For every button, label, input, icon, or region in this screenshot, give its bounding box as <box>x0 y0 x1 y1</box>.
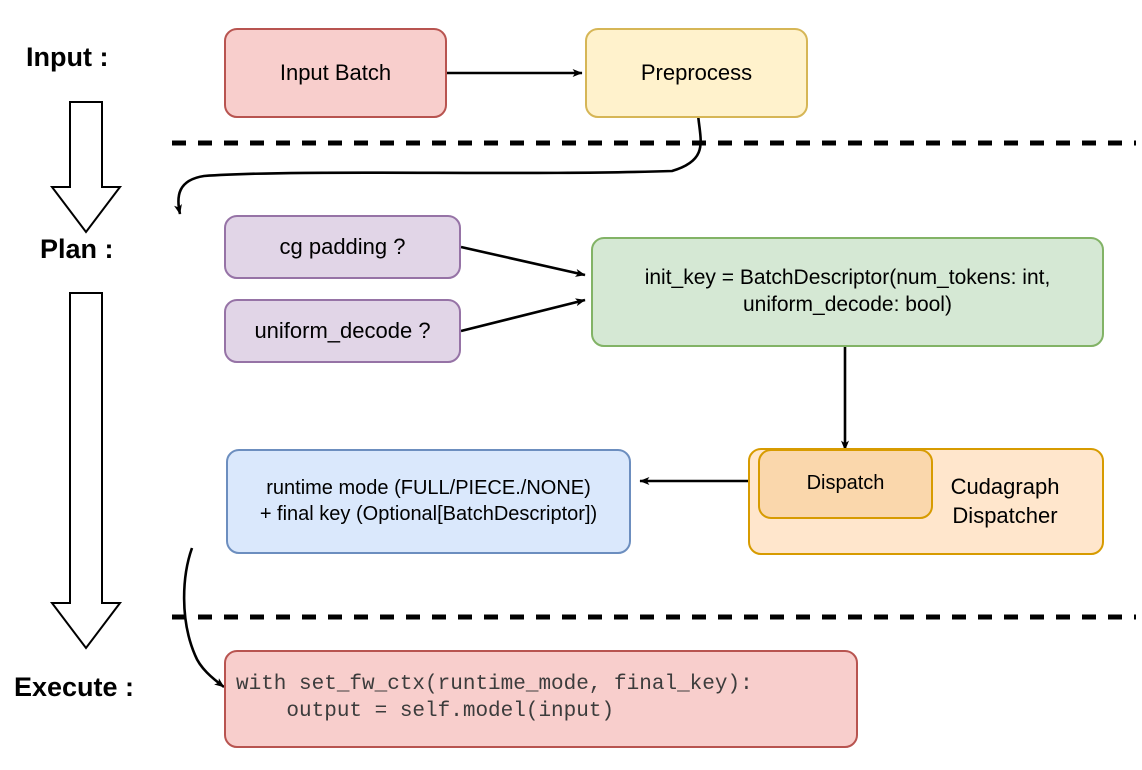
node-cg-padding-label: cg padding ? <box>279 233 406 259</box>
node-cudagraph-dispatcher-label: Cudagraph Dispatcher <box>950 474 1060 528</box>
big-arrow-input-to-plan <box>49 101 123 234</box>
node-preprocess-label: Preprocess <box>640 59 753 85</box>
node-input-batch[interactable]: Input Batch <box>224 28 447 118</box>
big-arrow-plan-to-execute <box>49 292 123 650</box>
edge-preprocess-to-cg-padding <box>174 113 702 215</box>
node-execute-code[interactable]: with set_fw_ctx(runtime_mode, final_key)… <box>224 650 858 748</box>
node-runtime-mode-label: runtime mode (FULL/PIECE./NONE) + final … <box>259 476 598 525</box>
node-preprocess[interactable]: Preprocess <box>585 28 808 118</box>
node-dispatch[interactable]: Dispatch <box>758 449 933 519</box>
node-execute-code-label: with set_fw_ctx(runtime_mode, final_key)… <box>236 673 753 723</box>
edge-cg-padding-to-init-key <box>460 245 586 277</box>
node-uniform-decode[interactable]: uniform_decode ? <box>224 299 461 363</box>
edge-uniform-decode-to-init-key <box>460 298 586 333</box>
node-cg-padding[interactable]: cg padding ? <box>224 215 461 279</box>
node-dispatch-label: Dispatch <box>806 472 885 495</box>
stage-label-plan: Plan : <box>40 234 114 264</box>
node-uniform-decode-label: uniform_decode ? <box>254 317 431 343</box>
stage-label-input: Input : <box>26 42 109 72</box>
node-runtime-mode[interactable]: runtime mode (FULL/PIECE./NONE) + final … <box>226 449 631 554</box>
node-init-key-label: init_key = BatchDescriptor(num_tokens: i… <box>644 266 1051 316</box>
node-input-batch-label: Input Batch <box>279 59 392 85</box>
stage-label-execute: Execute : <box>14 672 135 702</box>
edge-runtime-mode-to-execute-code <box>182 547 225 689</box>
node-init-key[interactable]: init_key = BatchDescriptor(num_tokens: i… <box>591 237 1104 347</box>
